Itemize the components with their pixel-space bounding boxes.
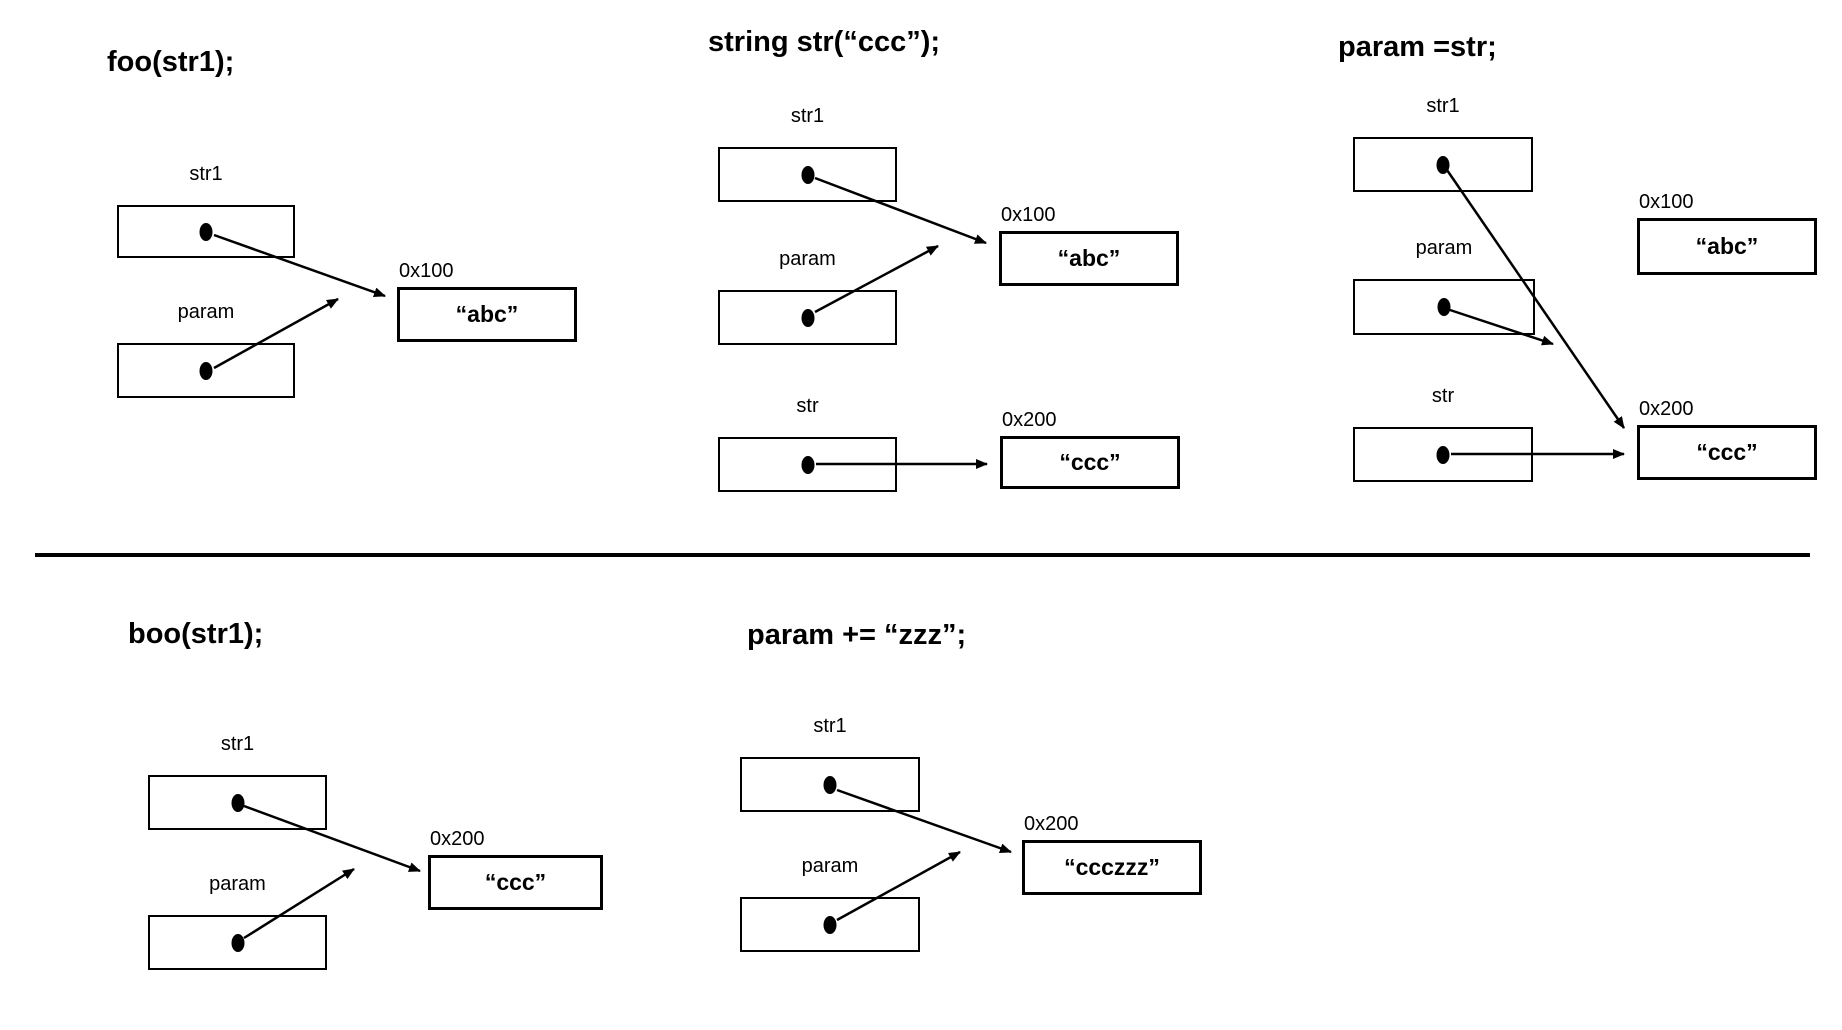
mem-box-0x200: “ccczzz”	[1022, 840, 1202, 895]
var-label-str1: str1	[813, 715, 847, 737]
var-label-param: param	[1415, 237, 1473, 259]
mem-value: “abc”	[1695, 233, 1759, 259]
mem-box-0x200: “ccc”	[1637, 425, 1817, 480]
var-box-str1	[117, 205, 295, 258]
panel-title-string-str-ccc: string str(“ccc”);	[708, 26, 941, 58]
mem-address-0x200: 0x200	[430, 828, 485, 850]
var-label-str1: str1	[189, 163, 223, 185]
panel-title-foo-call: foo(str1);	[107, 46, 235, 78]
var-label-param: param	[779, 248, 836, 270]
panel-title-param-assign-str: param =str;	[1338, 31, 1497, 63]
var-label-str: str	[1431, 385, 1455, 407]
mem-address-0x100: 0x100	[399, 260, 454, 282]
mem-address-0x200: 0x200	[1639, 398, 1694, 420]
mem-value: “ccczzz”	[1064, 854, 1160, 880]
pointer-dot	[801, 308, 814, 327]
pointer-dot	[199, 222, 213, 241]
mem-value: “abc”	[1057, 245, 1121, 271]
panel-title-boo-call: boo(str1);	[128, 618, 264, 650]
mem-box-0x100: “abc”	[397, 287, 577, 342]
mem-box-0x200: “ccc”	[1000, 436, 1180, 489]
pointer-dot	[801, 455, 814, 474]
pointer-dot	[1436, 445, 1450, 464]
var-label-str1: str1	[220, 733, 255, 755]
mem-address-0x100: 0x100	[1001, 204, 1056, 226]
pointer-dot	[1436, 155, 1450, 174]
mem-value: “ccc”	[1696, 439, 1758, 465]
pointer-dot	[231, 933, 244, 952]
panel-title-param-append-zzz: param += “zzz”;	[747, 619, 967, 651]
var-box-param	[718, 290, 897, 345]
mem-value: “abc”	[455, 301, 519, 327]
mem-box-0x100: “abc”	[999, 231, 1179, 286]
var-label-str1: str1	[790, 105, 825, 127]
var-box-str1	[740, 757, 920, 812]
pointer-dot	[823, 915, 837, 934]
mem-address-0x200: 0x200	[1024, 813, 1079, 835]
mem-box-0x100: “abc”	[1637, 218, 1817, 275]
pointer-dot	[823, 775, 837, 794]
var-box-param	[740, 897, 920, 952]
pointer-dot	[801, 165, 814, 184]
var-box-str1	[718, 147, 897, 202]
pointer-dot	[1437, 298, 1451, 316]
var-label-param: param	[177, 301, 235, 323]
var-label-str: str	[796, 395, 819, 417]
var-box-str1	[148, 775, 327, 830]
var-label-param: param	[801, 855, 859, 877]
var-box-param	[148, 915, 327, 970]
mem-address-0x200: 0x200	[1002, 409, 1057, 431]
mem-address-0x100: 0x100	[1639, 191, 1694, 213]
var-label-str1: str1	[1426, 95, 1460, 117]
var-box-str1	[1353, 137, 1533, 192]
mem-box-0x200: “ccc”	[428, 855, 603, 910]
mem-value: “ccc”	[1059, 449, 1121, 475]
pointer-dot	[231, 793, 244, 812]
mem-value: “ccc”	[484, 869, 547, 895]
pointer-dot	[199, 361, 213, 380]
var-box-param	[117, 343, 295, 398]
var-label-param: param	[209, 873, 266, 895]
